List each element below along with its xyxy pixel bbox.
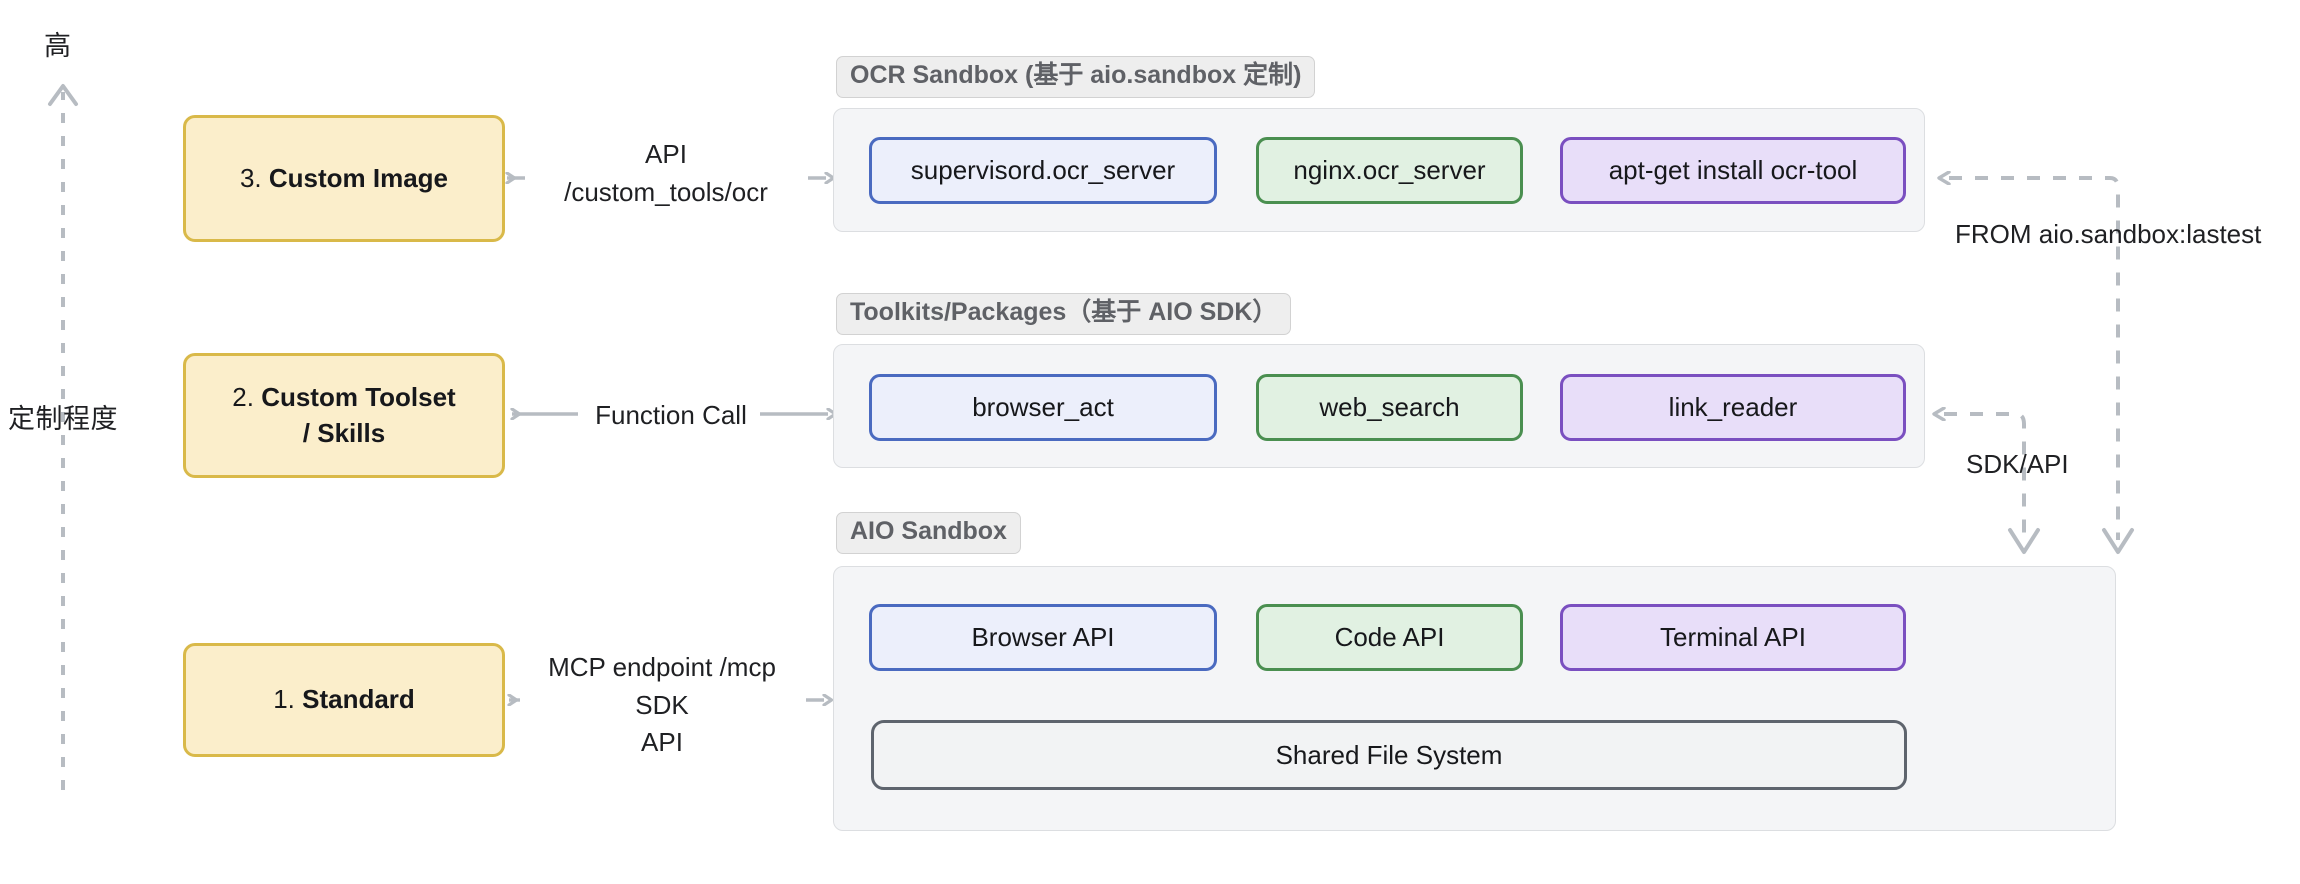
chip-browser-api[interactable]: Browser API [869,604,1217,671]
edge-label-line: SDK [635,689,689,720]
chip-apt-get-install-ocr-tool[interactable]: apt-get install ocr-tool [1560,137,1906,204]
chip-link-reader[interactable]: link_reader [1560,374,1906,441]
edge-label-line: /custom_tools/ocr [564,176,768,207]
group-title-ocr-sandbox: OCR Sandbox (基于 aio.sandbox 定制) [836,56,1316,98]
stage-box-custom-image[interactable]: 3. Custom Image [183,115,505,242]
group-title-toolkits-packages: Toolkits/Packages（基于 AIO SDK） [836,293,1292,335]
stage-name: Custom Image [268,162,449,193]
stage-name-line2: / Skills [302,417,386,448]
chip-code-api[interactable]: Code API [1256,604,1523,671]
axis-side-label: 定制程度 [8,404,118,434]
stage-box-standard[interactable]: 1. Standard [183,643,505,757]
chip-web-search[interactable]: web_search [1256,374,1523,441]
axis-top-label: 高 [44,31,72,61]
chip-terminal-api[interactable]: Terminal API [1560,604,1906,671]
stage-number: 2. [232,382,254,413]
chip-browser-act[interactable]: browser_act [869,374,1217,441]
stage-number: 1. [273,684,295,715]
edge-label-line: MCP endpoint /mcp [548,652,776,682]
edge-label-line: API [641,727,683,758]
edge-label-standard: MCP endpoint /mcp SDK API [528,649,796,762]
chip-supervisord-ocr-server[interactable]: supervisord.ocr_server [869,137,1217,204]
edge-label-custom-image: API /custom_tools/ocr [546,136,786,211]
stage-number: 3. [239,162,262,193]
group-title-aio-sandbox: AIO Sandbox [836,512,1021,554]
chip-shared-file-system[interactable]: Shared File System [871,720,1907,790]
chip-nginx-ocr-server[interactable]: nginx.ocr_server [1256,137,1523,204]
dependency-label-from-image: FROM aio.sandbox:lastest [1955,219,2262,249]
stage-name: Standard [302,684,415,715]
stage-box-custom-toolset[interactable]: 2. Custom Toolset / Skills [183,353,505,478]
stage-name-line1: Custom Toolset [261,382,456,413]
edge-label-line: Function Call [595,400,747,430]
edge-label-line: API [645,139,687,169]
axis-arrow [48,84,78,790]
edge-label-custom-toolset: Function Call [581,397,761,435]
dependency-label-sdk-api: SDK/API [1966,449,2069,479]
